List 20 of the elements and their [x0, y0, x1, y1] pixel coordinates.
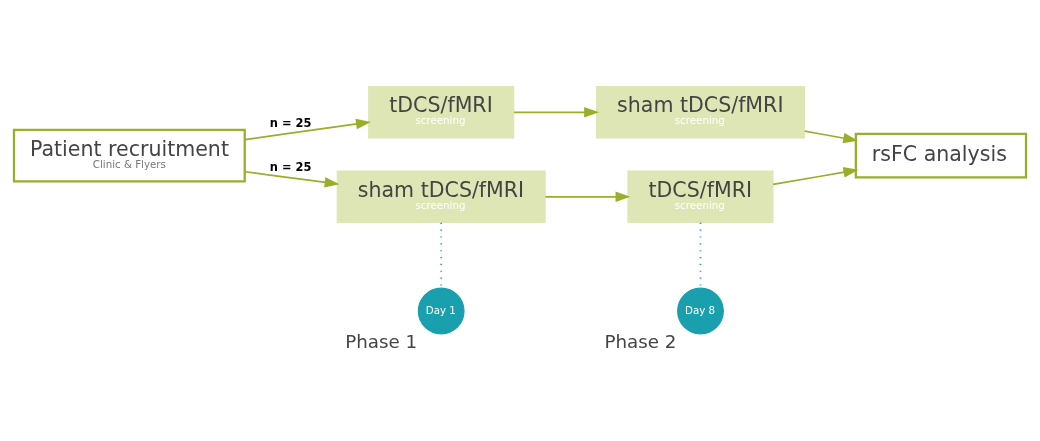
- node-box: tDCS/fMRI screening: [627, 170, 774, 224]
- connector: [440, 221, 443, 289]
- arrow: [544, 191, 631, 202]
- edge-label: n = 25: [269, 116, 312, 131]
- arrow: [244, 118, 371, 141]
- node-circle: Day 8: [677, 287, 724, 335]
- node-box: Patient recruitment Clinic & Flyers: [12, 128, 246, 183]
- arrow: [244, 170, 340, 188]
- node-box: rsFC analysis: [854, 132, 1028, 179]
- node-label: Phase 2: [604, 331, 677, 353]
- edge-label: n = 25: [269, 159, 312, 174]
- arrow: [513, 107, 599, 118]
- node-box: tDCS/fMRI screening: [368, 86, 515, 139]
- node-box: sham tDCS/fMRI screening: [336, 170, 546, 224]
- connector: [699, 221, 702, 289]
- node-circle: Day 1: [417, 287, 465, 335]
- arrow: [803, 130, 859, 144]
- arrow: [772, 167, 859, 186]
- node-box: sham tDCS/fMRI screening: [595, 86, 805, 139]
- node-label: Phase 1: [345, 331, 418, 353]
